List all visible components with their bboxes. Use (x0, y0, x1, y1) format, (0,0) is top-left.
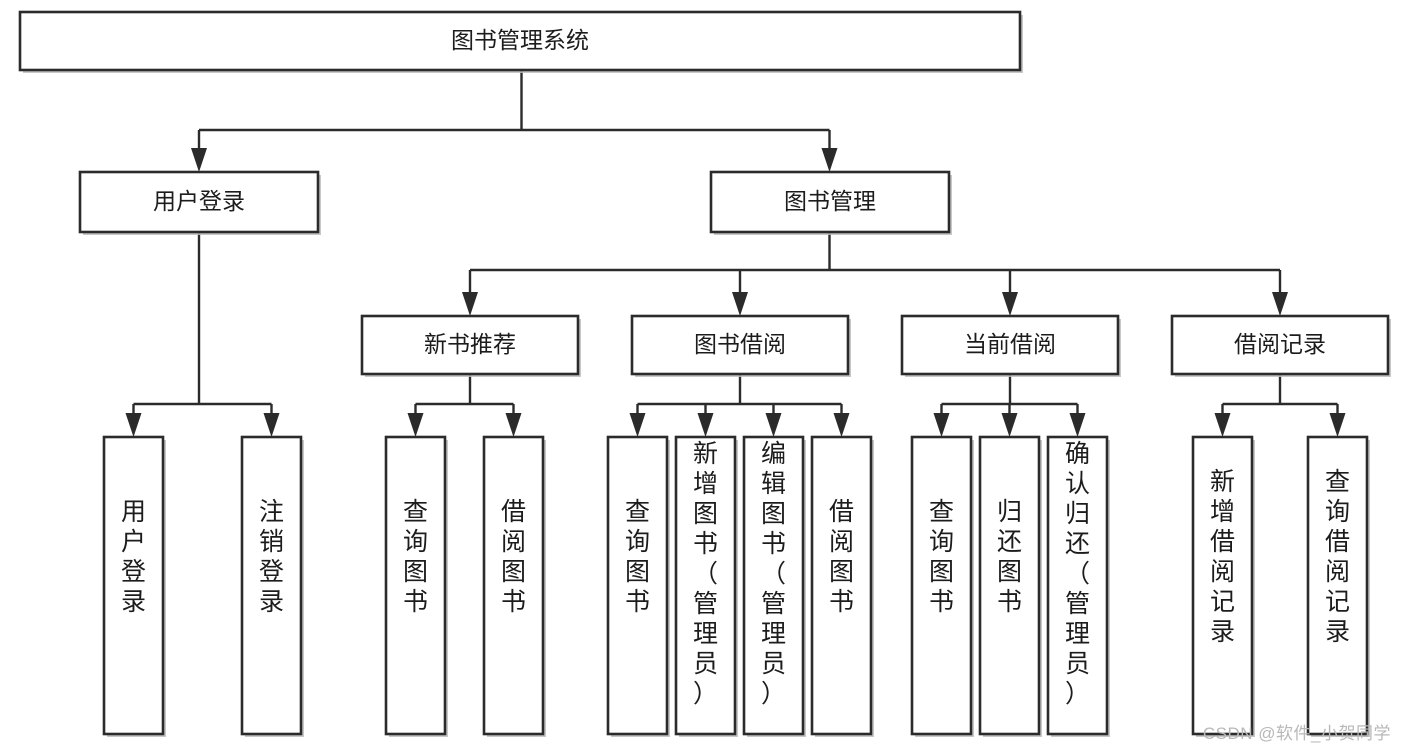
node-root-system[interactable]: 图书管理系统 (18, 10, 1023, 73)
node-rect (810, 435, 873, 736)
leaf-label-user-login-1: 用户登录 (121, 498, 146, 616)
leaf-current-borrow-1[interactable]: 查询图书 (910, 435, 974, 737)
connector-layer (125, 70, 1346, 437)
leaf-label-borrow-record-1: 新增借阅记录 (1210, 468, 1235, 646)
arrow-head-current-borrow-leaf-1 (933, 413, 950, 437)
node-rect (1191, 435, 1254, 736)
node-rect (674, 435, 737, 736)
leaf-borrow-record-2[interactable]: 查询借阅记录 (1306, 435, 1370, 737)
node-rect (630, 314, 850, 376)
arrow-head-current-borrow-leaf-2 (1001, 413, 1018, 437)
node-rect (709, 170, 951, 234)
csdn-watermark: CSDN @软件_小贺同学 (1202, 724, 1391, 743)
leaf-user-login-1[interactable]: 用户登录 (102, 435, 166, 737)
arrow-head-new-book-leaf-2 (505, 413, 522, 437)
arrow-head-to-book-borrow (732, 292, 748, 316)
node-rect (1306, 435, 1369, 736)
node-label-root-system: 图书管理系统 (451, 27, 589, 53)
node-rect (384, 435, 447, 736)
arrow-head-book-borrow-leaf-1 (629, 413, 646, 437)
node-rect (482, 435, 545, 736)
node-rect (1170, 314, 1390, 376)
node-rect (910, 435, 973, 736)
leaf-current-borrow-3[interactable]: 确认归还（管理员） (1046, 435, 1110, 737)
arrow-head-book-borrow-leaf-4 (833, 413, 850, 437)
node-current-borrow[interactable]: 当前借阅 (900, 314, 1121, 377)
node-label-borrow-record: 借阅记录 (1234, 331, 1326, 357)
leaf-book-borrow-2[interactable]: 新增图书（管理员） (674, 435, 738, 737)
node-rect (606, 435, 669, 736)
node-label-new-book-recommend: 新书推荐 (424, 331, 516, 357)
leaf-current-borrow-2[interactable]: 归还图书 (978, 435, 1042, 737)
arrow-head-book-borrow-leaf-2 (697, 413, 714, 437)
node-user-login[interactable]: 用户登录 (78, 170, 321, 235)
node-rect (360, 314, 580, 376)
node-rect (78, 170, 320, 234)
leaf-new-book-1[interactable]: 查询图书 (384, 435, 448, 737)
leaf-label-book-borrow-4: 借阅图书 (829, 498, 854, 616)
node-label-book-borrow: 图书借阅 (694, 331, 786, 357)
node-rect (102, 435, 165, 736)
node-borrow-record[interactable]: 借阅记录 (1170, 314, 1391, 377)
node-book-borrow[interactable]: 图书借阅 (630, 314, 851, 377)
node-label-book-manage: 图书管理 (784, 188, 876, 214)
leaf-label-book-borrow-2: 新增图书（管理员） (693, 440, 718, 708)
node-rect (240, 435, 303, 736)
leaf-label-current-borrow-3: 确认归还（管理员） (1065, 440, 1090, 708)
arrow-head-to-new-book (462, 292, 478, 316)
arrow-head-to-user-login (191, 148, 207, 172)
arrow-head-to-book-manage (821, 148, 838, 172)
node-label-user-login: 用户登录 (153, 188, 245, 214)
arrow-head-borrow-record-leaf-2 (1329, 413, 1346, 437)
node-rect (1046, 435, 1109, 736)
leaf-label-new-book-2: 借阅图书 (501, 498, 526, 616)
arrow-head-user-login-leaf-1 (125, 413, 142, 437)
leaf-label-current-borrow-1: 查询图书 (929, 498, 954, 616)
leaf-book-borrow-3[interactable]: 编辑图书（管理员） (742, 435, 806, 737)
node-label-current-borrow: 当前借阅 (964, 331, 1056, 357)
leaf-label-user-login-2: 注销登录 (259, 498, 284, 616)
arrow-head-new-book-leaf-1 (407, 413, 424, 437)
leaf-borrow-record-1[interactable]: 新增借阅记录 (1191, 435, 1255, 737)
node-new-book-recommend[interactable]: 新书推荐 (360, 314, 581, 377)
node-rect (18, 10, 1022, 72)
arrow-head-borrow-record-leaf-1 (1214, 413, 1231, 437)
arrow-head-user-login-leaf-2 (263, 413, 280, 437)
arrow-head-to-borrow-record (1272, 292, 1288, 316)
leaf-new-book-2[interactable]: 借阅图书 (482, 435, 546, 737)
leaf-label-book-borrow-3: 编辑图书（管理员） (761, 440, 786, 708)
leaf-user-login-2[interactable]: 注销登录 (240, 435, 304, 737)
arrow-head-current-borrow-leaf-3 (1069, 413, 1086, 437)
leaf-label-book-borrow-1: 查询图书 (625, 498, 650, 616)
node-book-manage[interactable]: 图书管理 (709, 170, 952, 235)
arrow-head-book-borrow-leaf-3 (765, 413, 782, 437)
leaf-label-current-borrow-2: 归还图书 (997, 498, 1022, 616)
node-rect (742, 435, 805, 736)
leaf-label-borrow-record-2: 查询借阅记录 (1325, 468, 1350, 646)
arrow-head-to-current-borrow (1002, 292, 1018, 316)
node-rect (978, 435, 1041, 736)
leaf-book-borrow-4[interactable]: 借阅图书 (810, 435, 874, 737)
node-rect (900, 314, 1120, 376)
leaf-label-new-book-1: 查询图书 (403, 498, 428, 616)
leaf-book-borrow-1[interactable]: 查询图书 (606, 435, 670, 737)
